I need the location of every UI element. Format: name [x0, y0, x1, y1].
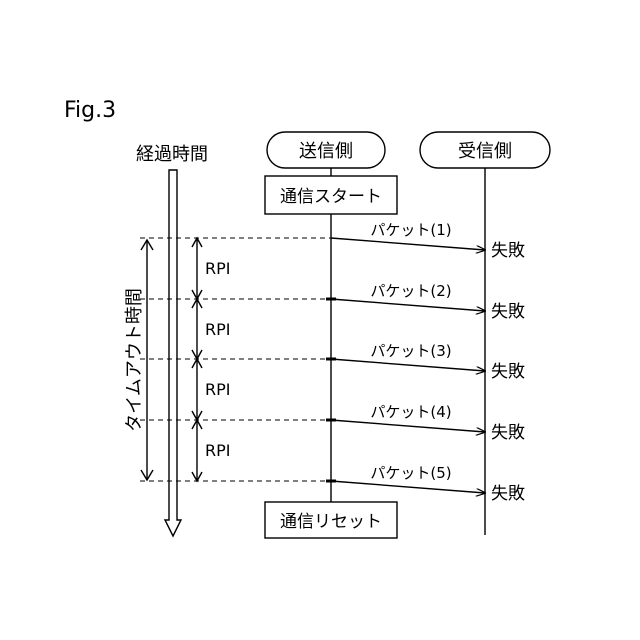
packet-label: パケット(1) [370, 221, 451, 239]
packet-arrow [331, 481, 485, 493]
timeout-label: タイムアウト時間 [124, 288, 145, 432]
rpi-label: RPI [205, 441, 230, 460]
result-label: 失敗 [491, 423, 525, 443]
rpi-label: RPI [205, 380, 230, 399]
packet-arrow [331, 238, 485, 250]
start-box-label: 通信スタート [280, 187, 382, 207]
reset-box-label: 通信リセット [280, 512, 382, 532]
packet-label: パケット(5) [370, 464, 451, 482]
packet-rows: パケット(1)失敗パケット(2)失敗パケット(3)失敗パケット(4)失敗パケット… [140, 221, 525, 504]
packet-label: パケット(2) [370, 282, 451, 300]
sender-label: 送信側 [299, 141, 353, 162]
figure-label: Fig.3 [64, 98, 116, 123]
packet-arrow [331, 299, 485, 311]
time-axis-label: 経過時間 [136, 144, 208, 165]
receiver-label: 受信側 [458, 141, 512, 162]
result-label: 失敗 [491, 302, 525, 322]
result-label: 失敗 [491, 241, 525, 261]
packet-label: パケット(3) [370, 342, 451, 360]
packet-label: パケット(4) [370, 403, 451, 421]
rpi-label: RPI [205, 320, 230, 339]
packet-arrow [331, 359, 485, 371]
result-label: 失敗 [491, 362, 525, 382]
result-label: 失敗 [491, 484, 525, 504]
packet-arrow [331, 420, 485, 432]
rpi-label: RPI [205, 259, 230, 278]
